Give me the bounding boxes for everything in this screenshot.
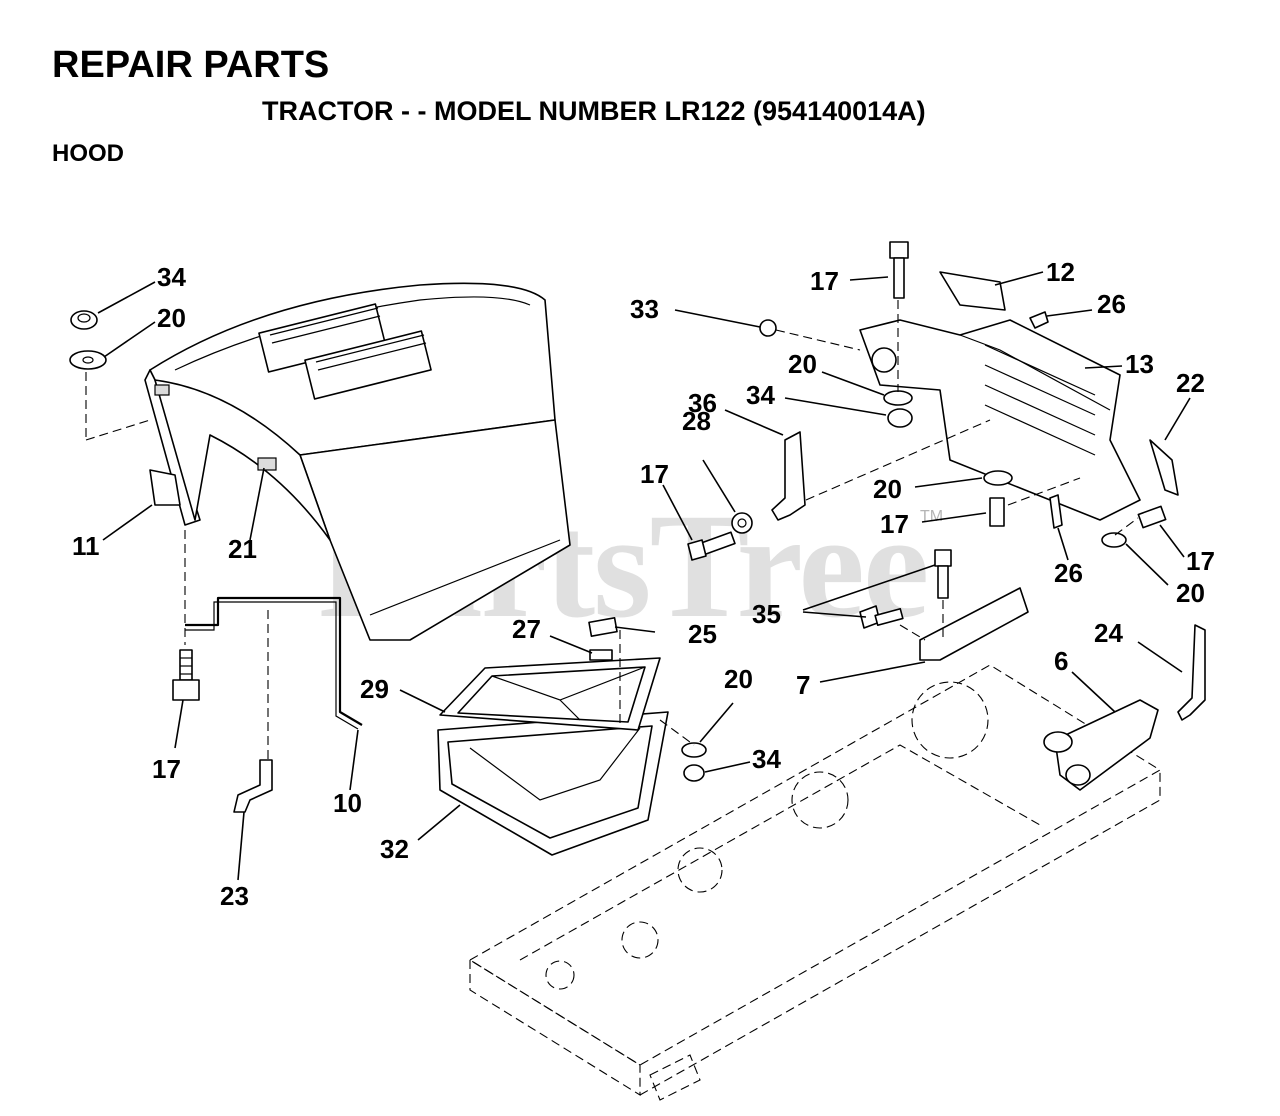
callout-17-bolt: 17 — [640, 459, 669, 489]
plate-12 — [939, 271, 1006, 311]
callout-21: 21 — [228, 534, 257, 564]
callout-12: 12 — [1046, 257, 1075, 287]
callout-17-far-right: 17 — [1186, 546, 1215, 576]
callout-20-top-left: 20 — [157, 303, 186, 333]
bracket-6 — [1043, 699, 1159, 791]
callout-13: 13 — [1125, 349, 1154, 379]
pad-25 — [588, 617, 618, 637]
trim-22 — [1149, 439, 1179, 496]
callout-34-battery: 34 — [752, 744, 781, 774]
callout-32: 32 — [380, 834, 409, 864]
callout-6: 6 — [1054, 646, 1068, 676]
hood — [144, 282, 571, 641]
bolts-35 — [859, 549, 952, 629]
clip-26-top — [1029, 311, 1049, 329]
pad-27 — [589, 649, 613, 661]
callout-17-right: 17 — [880, 509, 909, 539]
callout-25: 25 — [688, 619, 717, 649]
callout-28: 28 — [682, 406, 711, 436]
bracket-23 — [233, 759, 273, 813]
hood-vents — [258, 303, 432, 400]
bracket-36 — [771, 431, 806, 521]
bracket-24 — [1177, 624, 1206, 721]
callout-27: 27 — [512, 614, 541, 644]
callout-10: 10 — [333, 788, 362, 818]
callout-labels: 34 20 11 21 17 10 23 27 25 29 32 20 34 3… — [72, 257, 1215, 911]
hardware-center — [883, 390, 1167, 548]
callout-29: 29 — [360, 674, 389, 704]
callout-24: 24 — [1094, 618, 1123, 648]
callout-33: 33 — [630, 294, 659, 324]
knob-33 — [759, 319, 777, 337]
callout-17-top: 17 — [810, 266, 839, 296]
callout-20-center: 20 — [788, 349, 817, 379]
callout-7: 7 — [796, 670, 810, 700]
clip-26-lower — [1049, 494, 1063, 529]
assembly-lines — [85, 300, 1139, 760]
model-subtitle: TRACTOR - - MODEL NUMBER LR122 (95414001… — [262, 96, 926, 126]
callout-20-right: 20 — [873, 474, 902, 504]
callout-17-left: 17 — [152, 754, 181, 784]
callout-20-far-right: 20 — [1176, 578, 1205, 608]
battery-tray — [437, 711, 669, 856]
battery-frame-29 — [439, 657, 661, 731]
hardware-battery — [681, 742, 707, 782]
section-title: HOOD — [52, 140, 124, 167]
callout-36: 36 — [688, 388, 717, 418]
callout-34-center: 34 — [746, 380, 775, 410]
grille-panel-13 — [859, 319, 1141, 521]
bolt-17-left — [172, 649, 200, 701]
leader-lines — [97, 271, 1191, 881]
hardware-top-left — [69, 310, 107, 370]
bolt-28-assembly — [687, 512, 753, 561]
tractor-frame — [468, 664, 1162, 1101]
callout-20-battery: 20 — [724, 664, 753, 694]
callout-23: 23 — [220, 881, 249, 911]
bracket-7 — [919, 587, 1029, 661]
page-title: REPAIR PARTS — [52, 44, 330, 86]
callout-26-top: 26 — [1097, 289, 1126, 319]
callout-22: 22 — [1176, 368, 1205, 398]
bolt-17-top — [889, 241, 909, 299]
callout-26-lower: 26 — [1054, 558, 1083, 588]
hood-hinge-rod — [185, 596, 363, 730]
callout-35: 35 — [752, 599, 781, 629]
callout-34-top-left: 34 — [157, 262, 186, 292]
callout-11: 11 — [72, 531, 100, 561]
